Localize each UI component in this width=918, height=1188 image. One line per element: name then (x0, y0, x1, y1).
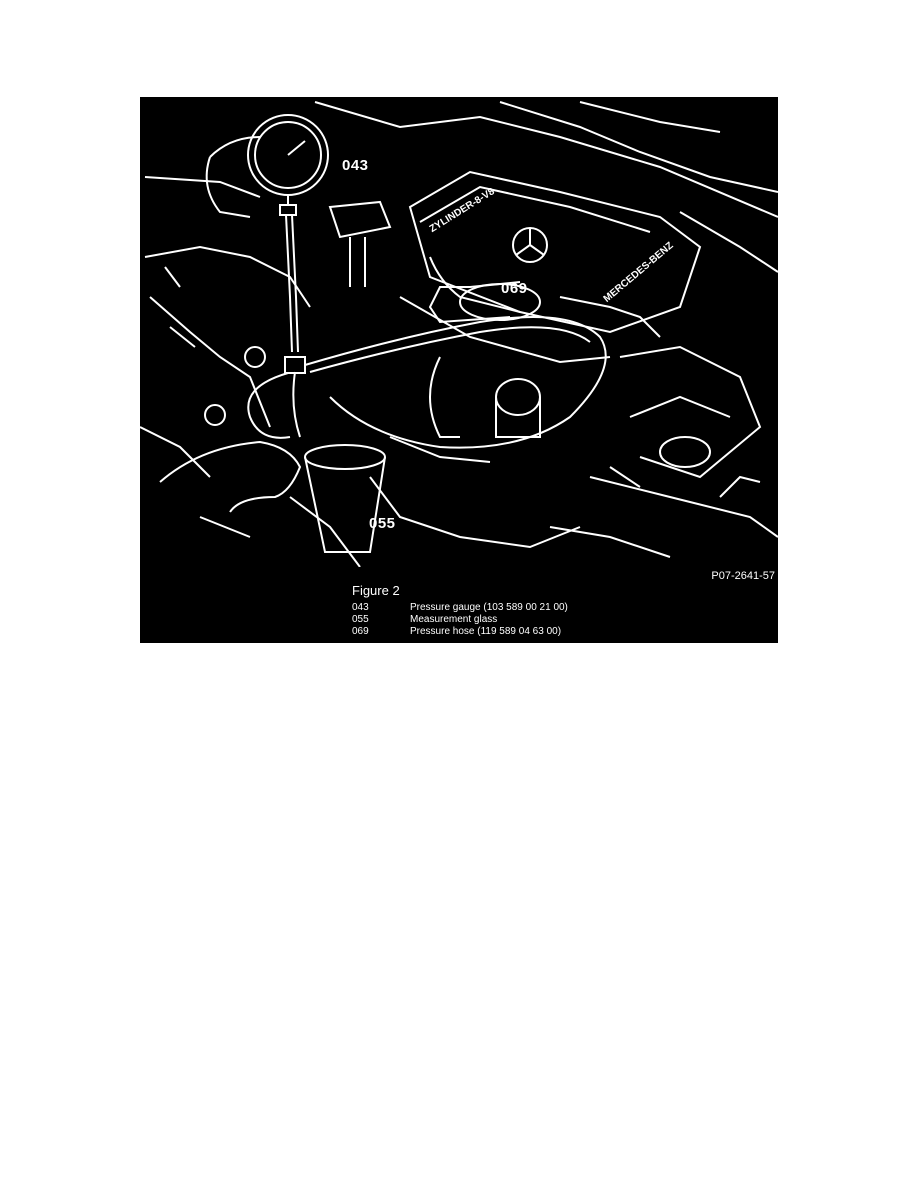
callout-055: 055 (369, 515, 396, 532)
legend-row: 055 Measurement glass (352, 614, 568, 626)
figure-caption: Figure 2 (352, 583, 400, 598)
legend-description: Measurement glass (410, 614, 498, 625)
engine-fuel-pressure-test-illustration-icon (140, 97, 778, 567)
legend-description: Pressure hose (119 589 04 63 00) (410, 626, 562, 637)
legend-code: 069 (352, 626, 369, 637)
legend-code: 043 (352, 602, 369, 613)
callout-043: 043 (342, 157, 369, 174)
legend-description: Pressure gauge (103 589 00 21 00) (410, 602, 568, 613)
figure-2-panel: 043 069 055 ZYLINDER-8-V8 MERCEDES-BENZ … (140, 97, 778, 643)
figure-legend: 043 Pressure gauge (103 589 00 21 00) 055… (352, 602, 568, 638)
engine-illustration: 043 069 055 ZYLINDER-8-V8 MERCEDES-BENZ (140, 97, 778, 567)
legend-row: 069 Pressure hose (119 589 04 63 00) (352, 626, 568, 638)
figure-reference-number: P07-2641-57 (711, 570, 775, 582)
legend-row: 043 Pressure gauge (103 589 00 21 00) (352, 602, 568, 614)
callout-069: 069 (501, 280, 528, 297)
legend-code: 055 (352, 614, 369, 625)
